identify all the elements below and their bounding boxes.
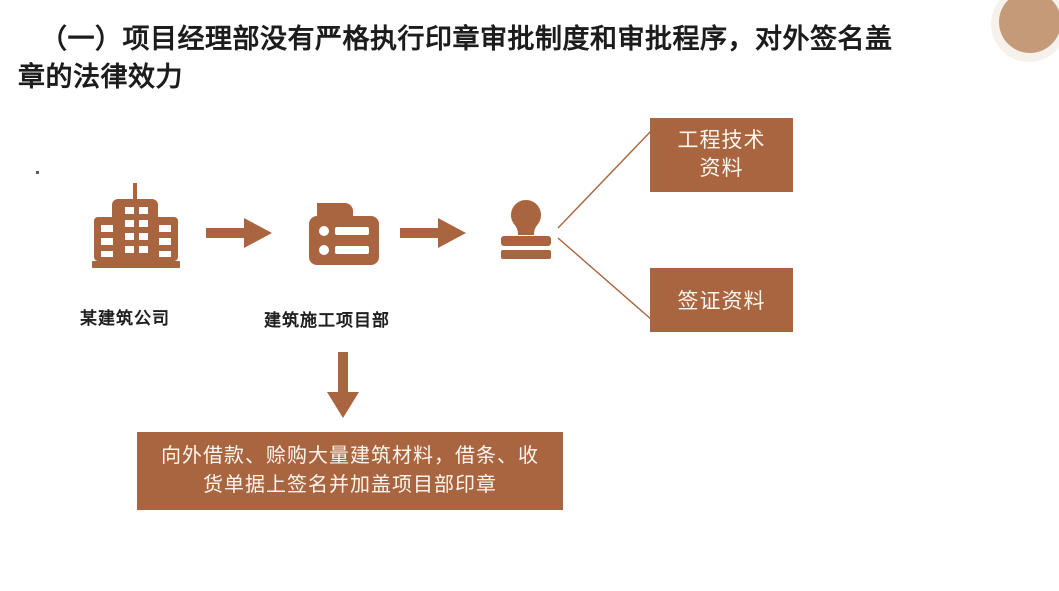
stamp-icon	[495, 200, 557, 262]
outcome-box-tech-line-1: 工程技术	[677, 129, 766, 153]
consequence-box[interactable]: 向外借款、赊购大量建筑材料，借条、收 货单据上签名并加盖项目部印章	[137, 432, 563, 510]
building-icon	[90, 183, 182, 271]
consequence-box-line-2: 货单据上签名并加盖项目部印章	[203, 474, 497, 496]
page-title-line-2: 章的法律效力	[18, 62, 183, 93]
consequence-box-line-1: 向外借款、赊购大量建筑材料，借条、收	[161, 445, 539, 467]
outcome-box-tech-line-2: 资料	[699, 157, 744, 180]
node-caption-project-dept: 建筑施工项目部	[264, 311, 390, 330]
stray-dot-mark	[36, 171, 39, 174]
arrow-right-icon	[206, 216, 272, 250]
outcome-box-visa-label: 签证资料	[677, 290, 766, 313]
document-list-icon	[307, 203, 381, 265]
page-title: （一）项目经理部没有严格执行印章审批制度和审批程序，对外签名盖 章的法律效力	[18, 20, 1018, 97]
outcome-box-tech[interactable]: 工程技术 资料	[650, 118, 793, 192]
page-title-line-1: （一）项目经理部没有严格执行印章审批制度和审批程序，对外签名盖	[40, 24, 893, 54]
branch-connector-lines	[552, 120, 682, 330]
arrow-right-icon	[400, 216, 466, 250]
outcome-box-visa[interactable]: 签证资料	[650, 268, 793, 332]
corner-circle-decoration	[999, 0, 1059, 53]
node-caption-company: 某建筑公司	[80, 309, 170, 328]
arrow-down-icon	[325, 352, 361, 420]
